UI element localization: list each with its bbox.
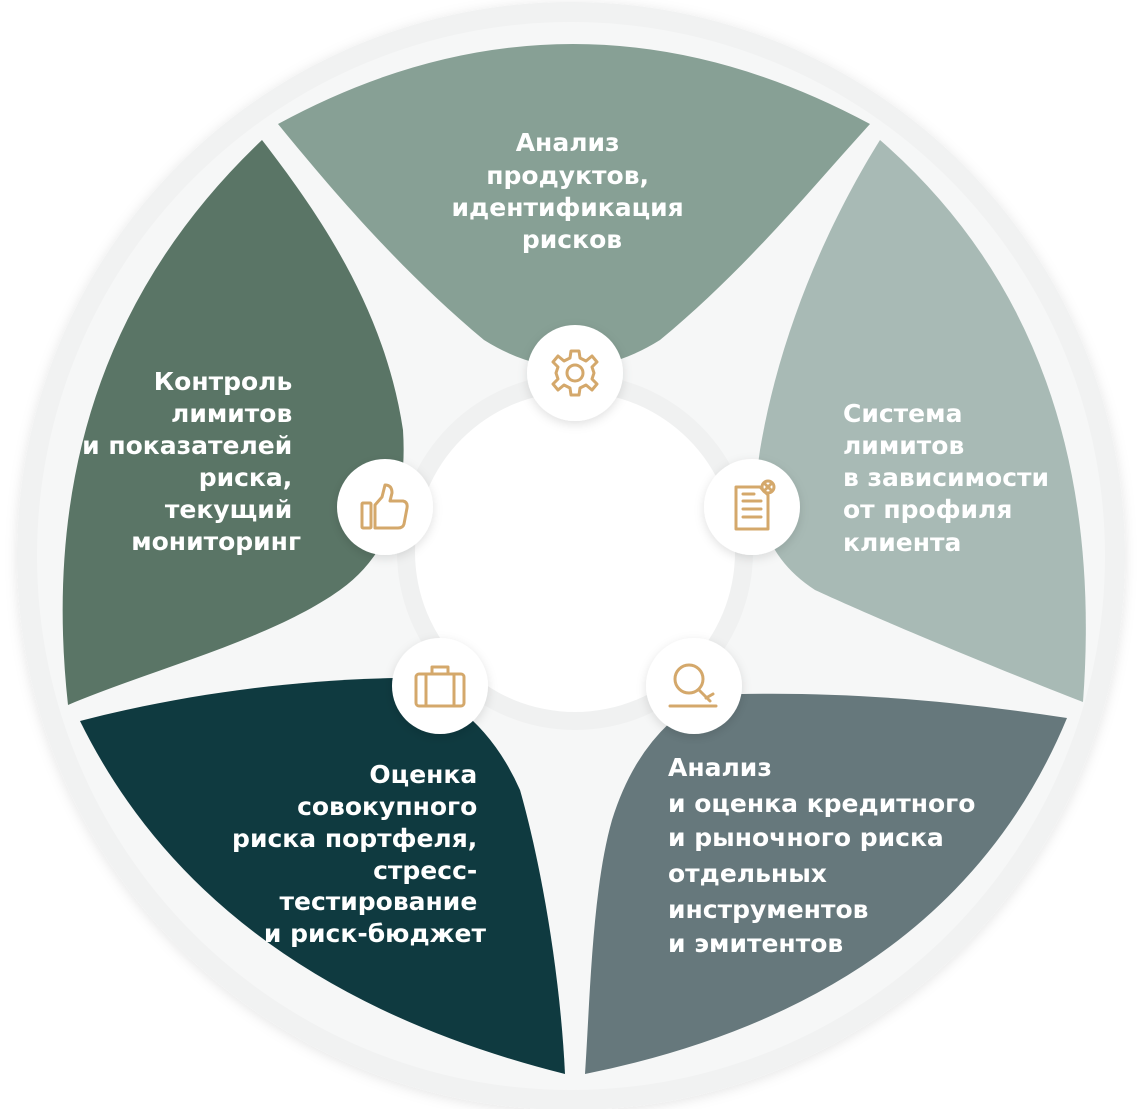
segment-shape bbox=[757, 140, 1086, 702]
document-icon bbox=[704, 459, 800, 555]
segment-portfolio-risk: Оценка совокупного риска портфеля, стрес… bbox=[80, 678, 565, 1074]
segment-shape bbox=[278, 44, 870, 368]
gear-icon bbox=[527, 325, 623, 421]
magnifier-icon bbox=[646, 638, 742, 734]
segment-label: Оценка совокупного риска портфеля, стрес… bbox=[232, 760, 486, 948]
thumbs-up-icon bbox=[337, 459, 433, 555]
briefcase-icon bbox=[392, 638, 488, 734]
segment-shape bbox=[62, 140, 404, 705]
center-disc bbox=[415, 392, 735, 712]
segment-limit-control: Контроль лимитов и показателей риска, те… bbox=[62, 140, 404, 705]
segment-shape bbox=[585, 693, 1067, 1074]
segment-credit-market-analysis: Анализ и оценка кредитного и рыночного р… bbox=[585, 693, 1067, 1074]
segment-shape bbox=[80, 678, 565, 1074]
segment-limit-system: Система лимитов в зависимости от профиля… bbox=[757, 140, 1086, 702]
segment-product-analysis: Анализ продуктов, идентификация рисков bbox=[278, 44, 870, 368]
segment-label: Анализ продуктов, идентификация рисков bbox=[452, 128, 693, 254]
segment-label: Система лимитов в зависимости от профиля… bbox=[843, 399, 1058, 557]
segment-label: Контроль лимитов и показателей риска, те… bbox=[82, 367, 301, 556]
segment-label: Анализ и оценка кредитного и рыночного р… bbox=[668, 753, 984, 958]
